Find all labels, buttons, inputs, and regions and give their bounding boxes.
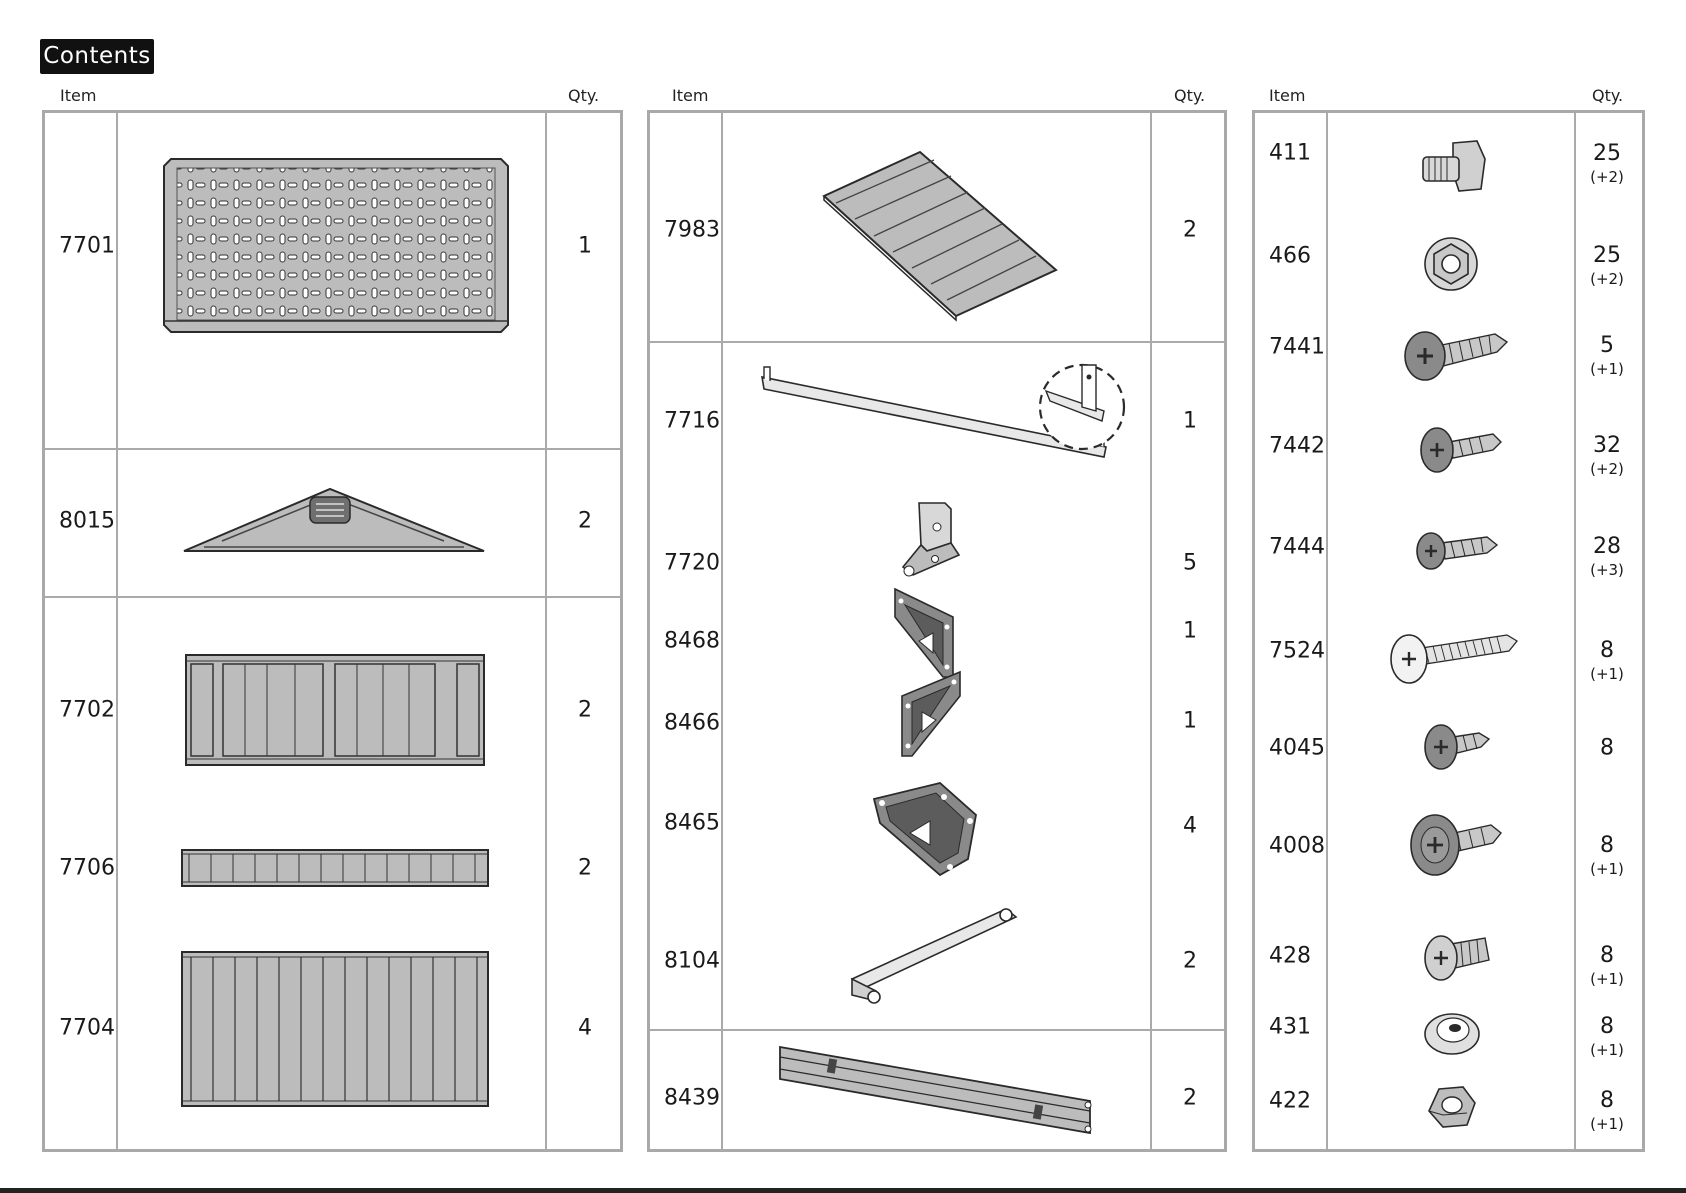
panel2-item-header: Item — [672, 86, 708, 105]
item-quantity: 8 — [1600, 736, 1614, 761]
item-quantity: 8 — [1600, 1088, 1614, 1113]
item-spare-quantity: (+2) — [1590, 460, 1624, 478]
item-number: 8468 — [664, 629, 720, 654]
item-number: 422 — [1269, 1089, 1311, 1114]
item-number: 7444 — [1269, 535, 1325, 560]
corner-connector-left-icon — [893, 587, 959, 683]
item-spare-quantity: (+1) — [1590, 860, 1624, 878]
item-quantity: 5 — [1183, 551, 1197, 576]
item-number: 428 — [1269, 944, 1311, 969]
item-quantity: 28 — [1593, 534, 1621, 559]
item-quantity: 8 — [1600, 638, 1614, 663]
machine-screw-icon — [1423, 930, 1493, 982]
item-number: 7720 — [664, 551, 720, 576]
item-spare-quantity: (+2) — [1590, 168, 1624, 186]
steel-bar-icon — [760, 351, 1130, 461]
item-quantity: 25 — [1593, 243, 1621, 268]
item-quantity: 2 — [1183, 1086, 1197, 1111]
panel3-item-header: Item — [1269, 86, 1305, 105]
item-quantity: 4 — [1183, 814, 1197, 839]
item-quantity: 2 — [578, 856, 592, 881]
item-number: 7704 — [59, 1016, 115, 1041]
short-drill-screw-icon — [1423, 719, 1493, 773]
item-quantity: 5 — [1600, 333, 1614, 358]
item-quantity: 8 — [1600, 833, 1614, 858]
panel2-qty-header: Qty. — [1174, 86, 1205, 105]
item-number: 8466 — [664, 711, 720, 736]
item-number: 7702 — [59, 698, 115, 723]
item-quantity: 8 — [1600, 943, 1614, 968]
panel3-qty-header: Qty. — [1592, 86, 1623, 105]
item-number: 4045 — [1269, 736, 1325, 761]
panel-large-parts: 7701 1 8015 2 7702 2 7706 2 7704 4 — [42, 110, 623, 1152]
wall-strip-icon — [181, 849, 489, 887]
item-quantity: 1 — [1183, 709, 1197, 734]
self-drilling-screw-icon — [1389, 629, 1519, 685]
gable-top-icon — [182, 487, 486, 557]
item-spare-quantity: (+1) — [1590, 1041, 1624, 1059]
item-spare-quantity: (+1) — [1590, 1115, 1624, 1133]
door-arm-icon — [846, 903, 1022, 1007]
page-title: Contents — [40, 39, 154, 74]
item-number: 8015 — [59, 509, 115, 534]
hex-nut-icon — [1425, 1085, 1477, 1129]
item-quantity: 1 — [578, 234, 592, 259]
item-spare-quantity: (+1) — [1590, 665, 1624, 683]
item-number: 8104 — [664, 949, 720, 974]
item-number: 411 — [1269, 141, 1311, 166]
item-number: 4008 — [1269, 834, 1325, 859]
panel1-qty-header: Qty. — [568, 86, 599, 105]
item-quantity: 2 — [578, 698, 592, 723]
wall-panel-tall-icon — [181, 951, 489, 1107]
item-spare-quantity: (+1) — [1590, 970, 1624, 988]
bottom-bar — [0, 1188, 1686, 1193]
item-quantity: 1 — [1183, 619, 1197, 644]
ridge-beam-icon — [776, 1043, 1096, 1147]
corner-connector-right-icon — [896, 670, 966, 760]
flange-nut-icon — [1423, 236, 1479, 292]
item-quantity: 25 — [1593, 141, 1621, 166]
square-bolt-icon — [1419, 139, 1489, 193]
screw-small-icon — [1415, 531, 1499, 571]
wall-panel-wide-icon — [185, 654, 485, 766]
roof-connector-icon — [870, 779, 980, 879]
panel-structural-parts: 7983 2 7716 1 7720 5 8468 1 8466 1 8465 … — [647, 110, 1227, 1152]
item-number: 7983 — [664, 218, 720, 243]
item-quantity: 2 — [1183, 218, 1197, 243]
panel1-item-header: Item — [60, 86, 96, 105]
item-number: 466 — [1269, 244, 1311, 269]
item-number: 7524 — [1269, 639, 1325, 664]
item-quantity: 32 — [1593, 433, 1621, 458]
item-spare-quantity: (+3) — [1590, 561, 1624, 579]
item-quantity: 2 — [578, 509, 592, 534]
item-quantity: 2 — [1183, 949, 1197, 974]
item-number: 7442 — [1269, 434, 1325, 459]
item-spare-quantity: (+1) — [1590, 360, 1624, 378]
item-quantity: 8 — [1600, 1014, 1614, 1039]
item-number: 8465 — [664, 811, 720, 836]
item-number: 7441 — [1269, 335, 1325, 360]
item-number: 7716 — [664, 409, 720, 434]
item-quantity: 1 — [1183, 409, 1197, 434]
screw-medium-icon — [1419, 424, 1503, 474]
washer-icon — [1423, 1008, 1481, 1056]
item-number: 7701 — [59, 234, 115, 259]
item-number: 431 — [1269, 1015, 1311, 1040]
floor-panel-icon — [163, 158, 509, 333]
item-number: 8439 — [664, 1086, 720, 1111]
screw-large-icon — [1403, 326, 1509, 382]
roof-panel-icon — [822, 150, 1058, 318]
item-quantity: 4 — [578, 1016, 592, 1041]
angle-bracket-icon — [897, 499, 967, 589]
washer-head-screw-icon — [1409, 811, 1505, 877]
item-number: 7706 — [59, 856, 115, 881]
panel-hardware: 411 25 (+2) 466 25 (+2) 7441 5 (+1) 7442… — [1252, 110, 1645, 1152]
item-spare-quantity: (+2) — [1590, 270, 1624, 288]
